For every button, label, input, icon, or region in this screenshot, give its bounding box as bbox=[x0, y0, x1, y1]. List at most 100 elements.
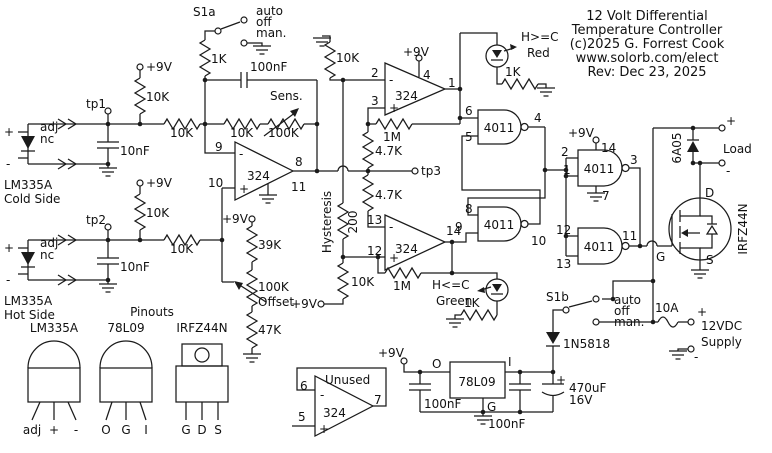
pinout3-leg2: D bbox=[197, 423, 206, 437]
s1a-pos-man: man. bbox=[256, 26, 286, 40]
pinout1-leg2: + bbox=[49, 423, 59, 437]
diff-amp-stage: 100nF 10K 100K Sens. 9 10 - + 324 8 11 bbox=[204, 60, 318, 204]
comp1-pin1: 1 bbox=[448, 76, 456, 90]
feedback-r-value: 10K bbox=[230, 126, 254, 140]
title-line1: 12 Volt Differential bbox=[586, 9, 708, 24]
sensor1-part-label: LM335A bbox=[4, 178, 53, 192]
switch-s1a: S1a auto off man. 1K bbox=[193, 4, 286, 124]
switch-s1b-label: S1b bbox=[546, 290, 569, 304]
gateC-ic-label: 4011 bbox=[584, 162, 615, 176]
red-led-condition: H>=C bbox=[521, 30, 559, 44]
unused-label: Unused bbox=[325, 373, 370, 387]
comp1-noninv-mark: + bbox=[389, 101, 399, 115]
comparator-high: 2 3 - + 324 4 1 +9V bbox=[371, 33, 478, 124]
supply-voltage-label: 12VDC bbox=[701, 319, 742, 333]
pinout3-leg1: G bbox=[181, 423, 190, 437]
nand-logic: 6 5 4 4011 8 9 10 4011 2 1 3 14 +9V 7 40… bbox=[455, 104, 672, 271]
supply-word-label: Supply bbox=[701, 335, 742, 349]
pinout2-leg1: O bbox=[101, 423, 110, 437]
comp2-feedback-value: 1M bbox=[393, 279, 411, 293]
sensor2-adj-label: adj bbox=[40, 236, 58, 250]
comp1-v9-label: +9V bbox=[403, 45, 430, 59]
sens-pot-value: 100K bbox=[268, 126, 300, 140]
gateC-v9-label: +9V bbox=[568, 126, 595, 140]
lm335a-cold-sensor: + - adj nc LM335A Cold Side tp1 +9V 10K … bbox=[4, 60, 205, 206]
unused-opamp: 6 Unused - 5 324 + 7 bbox=[292, 367, 387, 438]
series1-resistor-value: 10K bbox=[170, 126, 194, 140]
unused-pin6: 6 bbox=[300, 379, 308, 393]
title-copyright: (c)2025 G. Forrest Cook bbox=[570, 37, 725, 52]
comp1-feedback-value: 1M bbox=[383, 130, 401, 144]
load-label: Load bbox=[723, 142, 752, 156]
red-led-indicator: H>=C Red 1K bbox=[460, 30, 559, 97]
tp1-pullup-value: 10K bbox=[146, 90, 170, 104]
reg-cap1-value: 100nF bbox=[424, 397, 462, 411]
gateC-pin3: 3 bbox=[630, 153, 638, 167]
gateB-pin10: 10 bbox=[531, 234, 546, 248]
comp1-ic-label: 324 bbox=[395, 89, 418, 103]
comp2-pin14: 14 bbox=[446, 224, 461, 238]
fuse-rating-label: 10A bbox=[655, 301, 679, 315]
comparator-low: 13 12 - + 324 14 1M bbox=[343, 213, 478, 293]
reg-out-pin-label: O bbox=[432, 357, 441, 371]
sensor2-minus-label: - bbox=[6, 273, 10, 287]
bulk-cap-plus: + bbox=[556, 373, 566, 387]
sensor2-part-label: LM335A bbox=[4, 294, 53, 308]
supply-minus-label: - bbox=[694, 350, 698, 364]
upper-4k7-value: 4.7K bbox=[375, 144, 403, 158]
reg-gnd-pin-label: G bbox=[487, 400, 496, 414]
pinouts-heading: Pinouts bbox=[130, 305, 174, 319]
load-minus-label: - bbox=[726, 164, 730, 178]
offset-pot-value: 100K bbox=[258, 280, 290, 294]
unused-pin7: 7 bbox=[374, 393, 382, 407]
power-input: S1b auto off man. 10A + 12VDC Supply - 1… bbox=[546, 280, 742, 384]
sensor1-adj-label: adj bbox=[40, 120, 58, 134]
sensor2-plus-label: + bbox=[4, 241, 14, 255]
title-line2: Temperature Controller bbox=[571, 23, 723, 38]
pinout2-leg3: I bbox=[144, 423, 148, 437]
gateC-pin14: 14 bbox=[601, 141, 616, 155]
pinout-diagrams: Pinouts LM335A 78L09 IRFZ44N adj + - O G… bbox=[23, 305, 229, 437]
pinout1-leg1: adj bbox=[23, 423, 41, 437]
diffamp-noninv-mark: + bbox=[239, 182, 249, 196]
offset-v9-label: +9V bbox=[222, 212, 249, 226]
s1b-pos-off: off bbox=[614, 304, 630, 318]
ref-bottom-v9-label: +9V bbox=[291, 297, 318, 311]
sens-pot-label: Sens. bbox=[270, 89, 303, 103]
fet-source-label: S bbox=[706, 253, 714, 267]
diffamp-pin11: 11 bbox=[291, 180, 306, 194]
unused-inv-mark: - bbox=[320, 388, 324, 402]
fet-drain-label: D bbox=[705, 186, 714, 200]
gateC-pin7: 7 bbox=[602, 189, 610, 203]
gateD-pin11: 11 bbox=[622, 229, 637, 243]
tp2-pullup-v9-label: +9V bbox=[146, 176, 173, 190]
pinout2-part: 78L09 bbox=[107, 321, 144, 335]
switch-s1a-label: S1a bbox=[193, 5, 216, 19]
gateA-ic-label: 4011 bbox=[484, 121, 515, 135]
gateA-pin5: 5 bbox=[465, 130, 473, 144]
s1a-pos-auto: auto bbox=[256, 4, 283, 18]
title-block: 12 Volt Differential Temperature Control… bbox=[570, 9, 725, 80]
gateD-ic-label: 4011 bbox=[584, 240, 615, 254]
offset-divider: +9V 39K 100K Offset 47K bbox=[222, 212, 294, 363]
unused-pin5: 5 bbox=[298, 410, 306, 424]
lm335a-hot-sensor: + - adj nc LM335A Hot Side tp2 +9V 10K 1… bbox=[4, 176, 235, 322]
sensor2-cap-value: 10nF bbox=[120, 260, 150, 274]
pinout3-leg3: S bbox=[214, 423, 222, 437]
comp1-pin2: 2 bbox=[371, 66, 379, 80]
regulator-section: +9V O I 78L09 G 100nF 100nF + 470uF 16V bbox=[378, 346, 607, 431]
green-led-condition: H<=C bbox=[432, 278, 470, 292]
series2-resistor-value: 10K bbox=[170, 242, 194, 256]
comp1-inv-mark: - bbox=[389, 73, 393, 87]
supply-plus-label: + bbox=[697, 305, 707, 319]
reg-in-pin-label: I bbox=[508, 355, 512, 369]
comp2-pin12: 12 bbox=[367, 244, 382, 258]
comp2-ic-label: 324 bbox=[395, 242, 418, 256]
comp1-pin3: 3 bbox=[371, 94, 379, 108]
unused-noninv-mark: + bbox=[319, 422, 329, 436]
title-revision: Rev: Dec 23, 2025 bbox=[587, 65, 706, 80]
sensor2-nc-label: nc bbox=[40, 248, 54, 262]
pinout1-leg3: - bbox=[74, 423, 78, 437]
gateC-pin2: 2 bbox=[561, 145, 569, 159]
